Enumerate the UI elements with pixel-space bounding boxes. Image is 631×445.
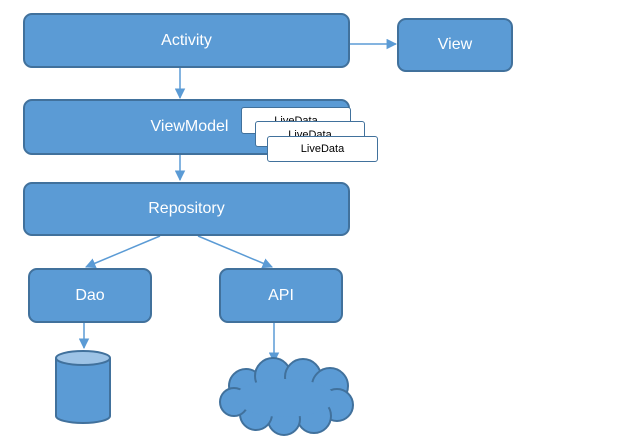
livedata-card-3: LiveData: [267, 136, 378, 162]
view-label: View: [437, 36, 473, 53]
dao-label: Dao: [75, 286, 105, 304]
dao-node: Dao: [28, 268, 152, 323]
viewmodel-label: ViewModel: [150, 118, 229, 135]
repository-node: Repository: [23, 182, 350, 236]
arrow-repository-to-api: [197, 235, 273, 269]
api-node: API: [219, 268, 343, 323]
arrow-repository-to-dao: [85, 235, 161, 269]
view-node: View: [397, 18, 513, 72]
activity-node: Activity: [23, 13, 350, 68]
api-label: API: [268, 286, 294, 304]
cloud-icon: [219, 357, 354, 436]
livedata-card-3-label: LiveData: [300, 143, 345, 155]
database-cylinder-icon: [55, 350, 111, 424]
repository-label: Repository: [148, 200, 225, 217]
activity-label: Activity: [161, 31, 212, 49]
